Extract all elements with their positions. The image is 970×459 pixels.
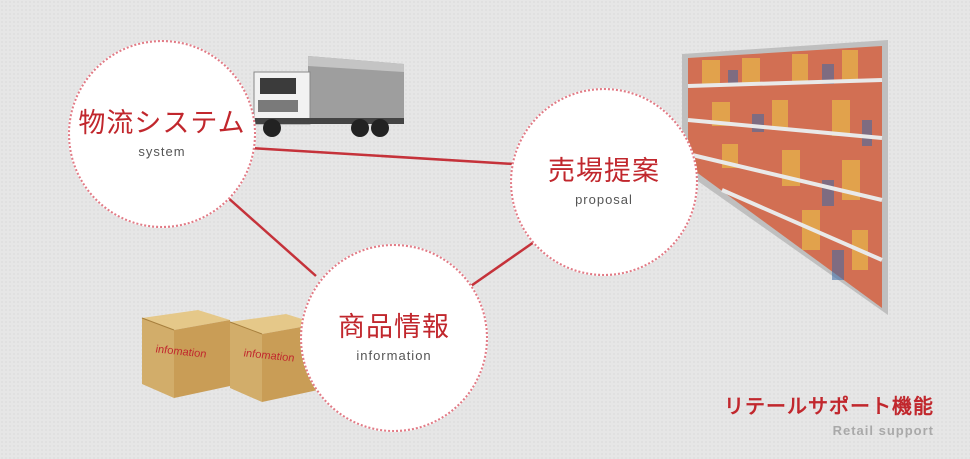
system-node-subtitle: system [138, 144, 186, 160]
proposal-node: 売場提案 proposal [510, 88, 698, 276]
proposal-node-title: 売場提案 [548, 155, 660, 187]
information-node-subtitle: information [356, 348, 432, 364]
connector-proposal-information [467, 240, 535, 290]
information-node: 商品情報 information [300, 244, 488, 432]
delivery-truck-image [250, 56, 404, 137]
connector-system-proposal [249, 146, 515, 166]
information-node-title: 商品情報 [338, 311, 450, 343]
system-node-title: 物流システム [78, 107, 246, 139]
cardboard-box-icon [229, 314, 318, 402]
cardboard-box-icon [141, 310, 230, 398]
store-shelves-image [682, 40, 888, 315]
connector-system-information [225, 195, 317, 277]
proposal-node-subtitle: proposal [575, 192, 633, 208]
cardboard-box: infomation [138, 302, 234, 398]
retail-support-title: リテールサポート機能 [724, 394, 934, 418]
retail-support-subtitle: Retail support [832, 423, 934, 438]
retail-support-caption: リテールサポート機能 Retail support [724, 390, 934, 438]
cardboard-box: infomation [226, 306, 322, 402]
system-node: 物流システム system [68, 40, 256, 228]
